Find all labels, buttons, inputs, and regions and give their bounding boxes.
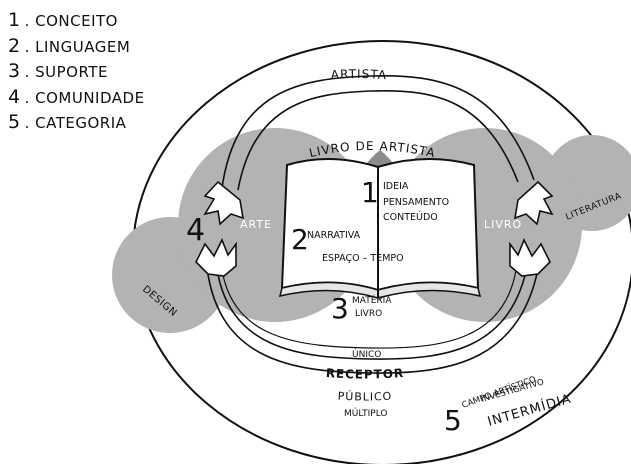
legend-item-linguagem: 2. LINGUAGEM xyxy=(8,34,131,57)
unico-text: ÚNICO xyxy=(352,348,381,360)
number-5: 5 xyxy=(444,404,462,437)
hand-left-lower xyxy=(195,238,237,277)
narrativa-text: NARRATIVA xyxy=(307,230,361,241)
multiplo-text: MÚLTIPLO xyxy=(344,407,387,419)
ideia-text: IDEIA xyxy=(383,181,409,192)
number-2: 2 xyxy=(291,223,309,256)
conteudo-text: CONTEÚDO xyxy=(383,211,438,223)
receptor-arc-inner2 xyxy=(221,269,517,349)
number-4: 4 xyxy=(186,213,205,248)
legend-item-categoria: 5. CATEGORIA xyxy=(8,111,127,133)
hand-right-upper xyxy=(513,180,554,226)
pensamento-text: PENSAMENTO xyxy=(383,197,449,208)
receptor-arc-outer xyxy=(205,257,541,374)
artista-arc-inner xyxy=(237,89,519,191)
materia-text: MATÉRIA xyxy=(352,294,392,306)
receptor-label: RECEPTOR xyxy=(325,366,404,382)
open-book xyxy=(278,158,482,299)
livro-label: LIVRO xyxy=(484,218,522,231)
legend-item-comunidade: 4. COMUNIDADE xyxy=(8,85,145,108)
hand-right-lower xyxy=(509,238,551,277)
livro-suporte-text: LIVRO xyxy=(355,309,382,319)
hand-left-upper xyxy=(203,180,245,226)
legend: 1. CONCEITO 2. LINGUAGEM 3. SUPORTE 4. C… xyxy=(8,8,145,136)
receptor-arc-inner xyxy=(215,261,529,360)
number-3: 3 xyxy=(331,292,349,325)
publico-label: PÚBLICO xyxy=(337,390,392,404)
arte-label: ARTE xyxy=(240,218,272,231)
artista-arc-outer xyxy=(221,75,535,189)
number-1: 1 xyxy=(361,176,379,209)
legend-item-suporte: 3. SUPORTE xyxy=(8,60,108,82)
espaco-tempo-text: ESPAÇO – TEMPO xyxy=(322,253,404,264)
legend-item-conceito: 1. CONCEITO xyxy=(8,9,118,31)
artista-label: ARTISTA xyxy=(330,67,387,82)
